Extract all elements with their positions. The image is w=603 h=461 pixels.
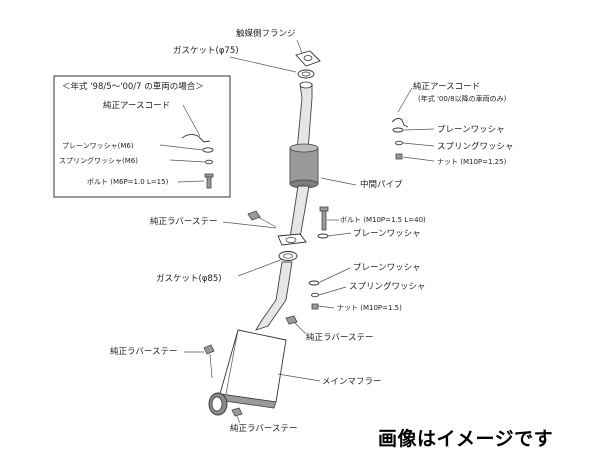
right-earth-cord-icon xyxy=(391,117,409,128)
main-muffler-label: メインマフラー xyxy=(322,377,382,387)
catalyst-flange-label: 触媒側フランジ xyxy=(236,28,296,39)
plain-washer-mid-label: プレーンワッシャ xyxy=(353,229,421,239)
right-spring-washer-icon xyxy=(395,140,403,146)
rubber-stay-2-label: 純正ラバーステー xyxy=(306,332,374,343)
spring-washer-lower-icon xyxy=(311,292,319,298)
rubber-stay-3-label: 純正ラバーステー xyxy=(110,346,178,357)
inset-bolt-head-icon xyxy=(204,173,214,178)
bolt-m10-icon xyxy=(321,209,327,231)
rubber-stay-3-icon xyxy=(203,344,215,355)
center-pipe-upper xyxy=(296,83,313,151)
right-nut-label: ナット (M10P=1.25) xyxy=(437,158,507,166)
spring-washer-lower-label: スプリングワッシャ xyxy=(349,281,426,292)
nut-lower-label: ナット (M10P=1.5) xyxy=(337,304,402,312)
center-resonator xyxy=(289,147,319,185)
right-earth-cord-note: (年式 '00/8以降の車両のみ) xyxy=(418,94,507,103)
image-disclaimer-caption: 画像はイメージです xyxy=(378,428,554,450)
gasket-75-label: ガスケット(φ75) xyxy=(173,45,239,56)
tail-pipe xyxy=(254,261,293,331)
bolt-m10-label: ボルト (M10P=1.5 L=40) xyxy=(340,216,426,224)
inset-bolt-icon xyxy=(206,175,212,189)
right-nut-icon xyxy=(395,153,403,160)
inset-earth-cord-label: 純正アースコード xyxy=(103,100,170,111)
rubber-stay-1-label: 純正ラバーステー xyxy=(150,216,218,227)
rubber-stay-2-icon xyxy=(285,315,298,325)
inset-plain-washer-icon xyxy=(202,147,214,153)
rubber-stay-1-icon xyxy=(247,210,261,221)
right-spring-washer-label: スプリングワッシャ xyxy=(437,141,514,152)
inset-bolt-label: ボルト (M6P=1.0 L=15) xyxy=(87,178,169,186)
plain-washer-lower-icon xyxy=(308,280,320,286)
center-pipe-label: 中間パイプ xyxy=(360,179,403,190)
right-plain-washer-label: プレーンワッシャ xyxy=(437,125,505,135)
right-plain-washer-icon xyxy=(392,127,404,133)
rubber-stay-4-label: 純正ラバーステー xyxy=(230,423,298,434)
plain-washer-lower-label: プレーンワッシャ xyxy=(353,263,421,273)
inset-spring-washer-label: スプリングワッシャ(M6) xyxy=(59,156,138,165)
inset-plain-washer-label: プレーンワッシャ(M6) xyxy=(62,142,134,150)
nut-lower-icon xyxy=(311,303,319,310)
inset-earth-cord-icon xyxy=(181,133,211,143)
right-earth-cord-label: 純正アースコード xyxy=(413,81,480,92)
inset-spring-washer-icon xyxy=(205,159,213,165)
gasket-85-label: ガスケット(φ85) xyxy=(156,273,222,284)
rubber-stay-4-icon xyxy=(231,407,243,417)
inset-title: ＜年式 '98/5～'00/7 の車両の場合＞ xyxy=(62,81,204,92)
plain-washer-mid-icon xyxy=(317,233,329,239)
main-muffler-icon xyxy=(219,329,287,403)
inset-box xyxy=(53,75,231,198)
